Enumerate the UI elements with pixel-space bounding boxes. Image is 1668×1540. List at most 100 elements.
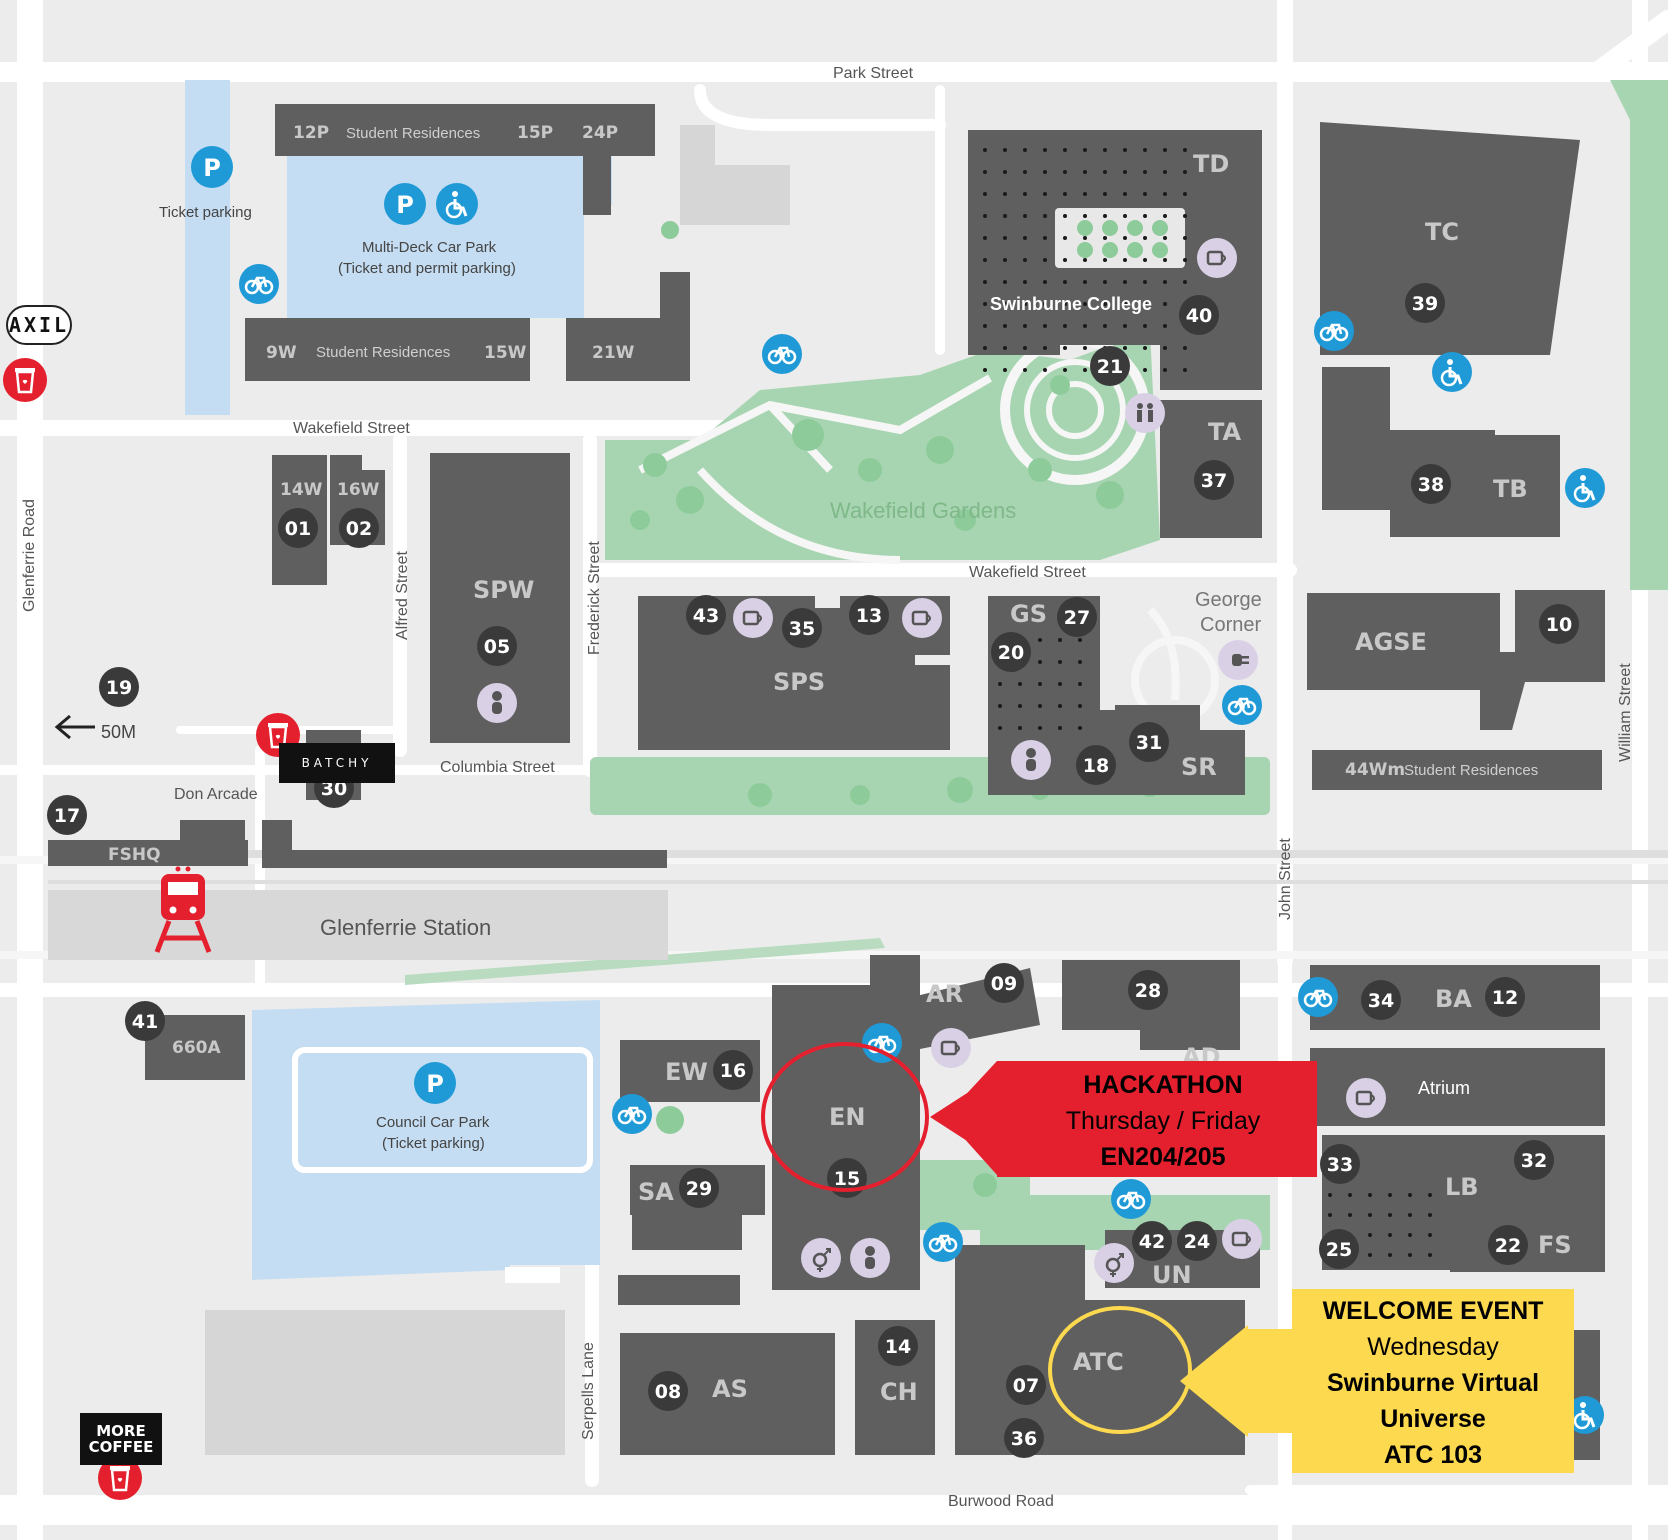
map-label: AR — [926, 980, 963, 1008]
map-label: 41 — [132, 1011, 158, 1033]
wheelchair-icon — [436, 183, 478, 225]
map-label: 33 — [1327, 1154, 1353, 1176]
map-label: 01 — [285, 518, 311, 540]
baby-change-icon — [477, 683, 517, 723]
bicycle-icon — [923, 1222, 963, 1262]
map-label: Wakefield Gardens — [830, 498, 1016, 523]
bicycle-icon — [1222, 685, 1262, 725]
map-label: Columbia Street — [440, 759, 555, 776]
map-label: SA — [638, 1178, 674, 1206]
map-label: 30 — [321, 778, 347, 800]
map-label: Don Arcade — [174, 786, 258, 803]
cafe-icon — [1346, 1078, 1386, 1118]
building-dots — [983, 148, 1432, 1257]
cafe-icon — [902, 598, 942, 638]
bicycle-icon — [1298, 977, 1338, 1017]
map-label: 32 — [1521, 1150, 1547, 1172]
map-label: 40 — [1186, 305, 1212, 327]
map-label: BA — [1435, 985, 1472, 1013]
map-label: FS — [1538, 1231, 1572, 1259]
map-label: Glenferrie Road — [21, 499, 38, 612]
hackathon-title: HACKATHON — [1083, 1071, 1243, 1099]
map-label: 27 — [1064, 607, 1090, 629]
map-label: (Ticket parking) — [382, 1135, 485, 1152]
map-label: 25 — [1326, 1239, 1352, 1261]
map-label: 17 — [54, 805, 80, 827]
map-label: Corner — [1200, 614, 1261, 636]
map-label: Serpells Lane — [580, 1342, 597, 1440]
map-label: Student Residences — [316, 344, 450, 361]
map-label: FSHQ — [108, 845, 161, 865]
gender-neutral-toilet-icon — [1094, 1243, 1134, 1283]
rooftop-garden — [1077, 220, 1168, 258]
map-label: 18 — [1083, 755, 1109, 777]
map-label: EN — [829, 1103, 865, 1131]
welcome-highlight — [1048, 1306, 1292, 1437]
map-label: SPS — [773, 668, 825, 696]
map-label: 44Wm — [1345, 760, 1405, 780]
map-label: 14 — [885, 1336, 911, 1358]
parking-icons: P P P — [191, 146, 456, 1104]
bicycle-icons — [239, 264, 1354, 1262]
hackathon-callout: HACKATHON Thursday / Friday EN204/205 — [1009, 1061, 1317, 1177]
hackathon-highlight — [761, 1042, 1009, 1192]
parking-areas — [185, 80, 612, 1283]
map-label: 10 — [1546, 614, 1572, 636]
map-label: Frederick Street — [586, 541, 603, 655]
building-number-badges: 01 02 05 43 35 13 27 20 18 31 40 21 37 3… — [47, 283, 1579, 1458]
cafe-icon — [1222, 1219, 1262, 1259]
map-label: Council Car Park — [376, 1114, 490, 1131]
map-label: P — [426, 1070, 444, 1098]
coffee-cup-icon — [98, 1456, 142, 1500]
map-label: TD — [1193, 150, 1229, 178]
map-label: (Ticket and permit parking) — [338, 260, 516, 277]
welcome-event-callout: WELCOME EVENT Wednesday Swinburne Virtua… — [1292, 1289, 1574, 1473]
cafe-icon — [931, 1028, 971, 1068]
map-label: Student Residences — [1404, 762, 1538, 779]
map-label: 21 — [1097, 356, 1123, 378]
map-label: 05 — [484, 636, 510, 658]
cafe-icon — [1197, 238, 1237, 278]
map-label: 37 — [1201, 470, 1227, 492]
map-label: 21W — [592, 343, 635, 363]
map-label: Multi-Deck Car Park — [362, 239, 497, 256]
map-label: P — [203, 154, 221, 182]
map-label: Wakefield Street — [293, 420, 410, 437]
parking-icon — [384, 183, 426, 225]
coffee-cup-icons — [3, 358, 300, 1500]
map-label: 31 — [1136, 732, 1162, 754]
map-label: 20 — [998, 642, 1024, 664]
bicycle-icon — [762, 334, 802, 374]
map-label: TA — [1208, 418, 1242, 446]
bicycle-icon — [1314, 311, 1354, 351]
welcome-room: ATC 103 — [1383, 1441, 1483, 1469]
hackathon-days: Thursday / Friday — [1065, 1107, 1261, 1135]
bicycle-icon — [1111, 1179, 1151, 1219]
bicycle-icon — [612, 1094, 652, 1134]
map-label: TB — [1493, 475, 1528, 503]
bicycle-icon — [862, 1023, 902, 1063]
map-label: SR — [1181, 753, 1217, 781]
map-label: Wakefield Street — [969, 564, 1086, 581]
map-label: 24 — [1184, 1231, 1210, 1253]
map-label: ATC — [1073, 1348, 1124, 1376]
map-label: Park Street — [833, 65, 914, 82]
more-coffee-line2: COFFEE — [88, 1438, 154, 1456]
place-labels: Wakefield Gardens Glenferrie Station Geo… — [101, 125, 1538, 1152]
toilets-icon — [1125, 393, 1165, 433]
wheelchair-icon — [1566, 1396, 1604, 1434]
map-label: Swinburne College — [990, 294, 1152, 314]
map-label: John Street — [1277, 838, 1294, 920]
map-label: 09 — [991, 973, 1017, 995]
map-label: 16W — [337, 480, 380, 500]
more-coffee-logo: MORE COFFEE — [80, 1413, 162, 1465]
map-label: AGSE — [1355, 628, 1427, 656]
welcome-title: WELCOME EVENT — [1322, 1297, 1544, 1325]
map-label: AS — [712, 1375, 748, 1403]
facility-icons — [477, 238, 1386, 1283]
street-labels: Park Street Wakefield Street Wakefield S… — [21, 65, 1634, 1510]
map-label: P — [396, 191, 414, 219]
map-label: SPW — [473, 576, 534, 604]
wheelchair-icon — [1432, 352, 1472, 392]
welcome-venue-line1: Swinburne Virtual — [1326, 1369, 1540, 1397]
